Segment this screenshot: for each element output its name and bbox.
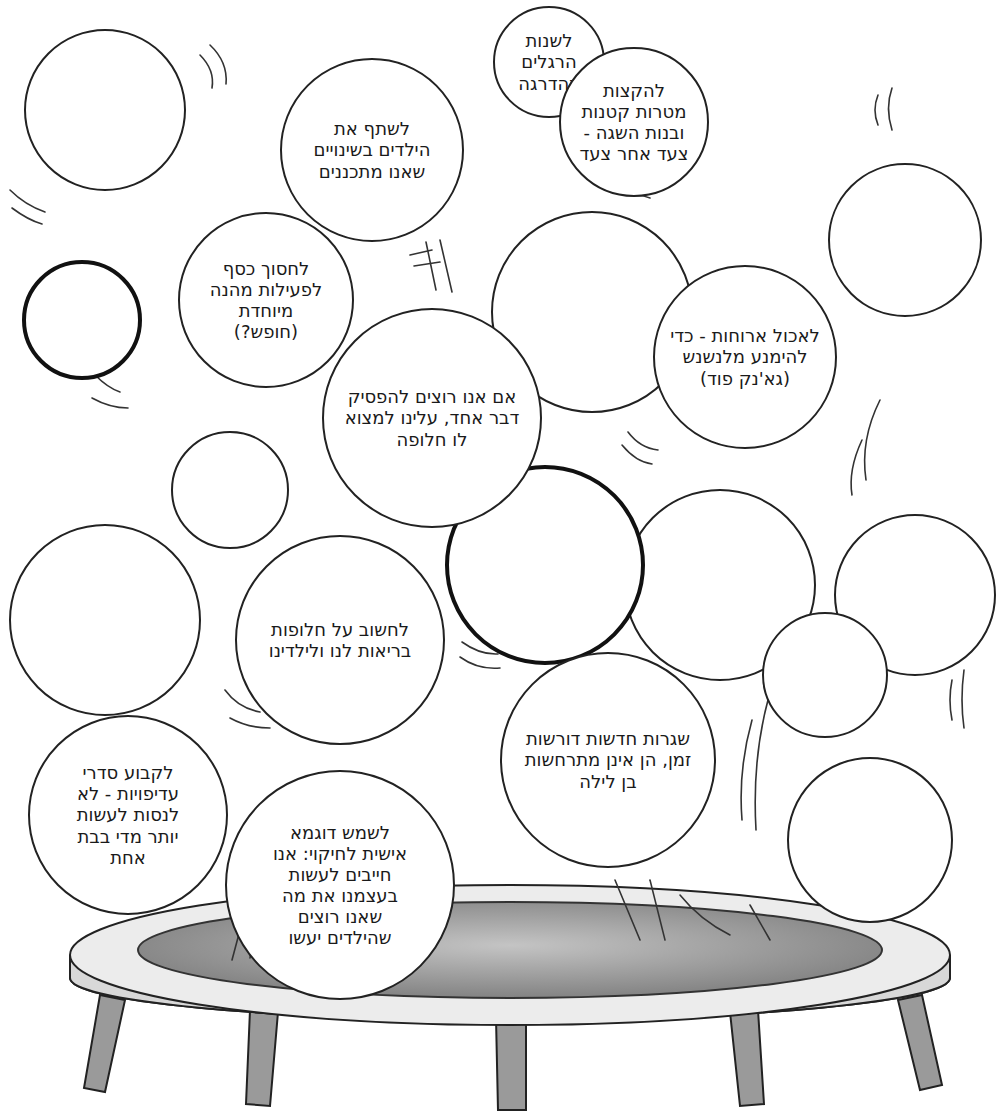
bubble-content: אם אנו רוצים להפסיק דבר אחד, עלינו למצוא… bbox=[344, 386, 520, 449]
bubble-text: לשתף את הילדים בשינויים שאנו מתכננים bbox=[311, 118, 433, 181]
bubble-circle: לשתף את הילדים בשינויים שאנו מתכננים bbox=[280, 58, 464, 242]
bubble-text: לאכול ארוחות - כדי להימנע מלנשנש (גא'נק … bbox=[670, 325, 820, 388]
bubble-text: לחסוך כסף לפעילות מהנה מיוחדת (חופש?) bbox=[204, 258, 328, 342]
bubble-content: להקצות מטרות קטנות ובנות השגה - צעד אחר … bbox=[578, 80, 690, 164]
bubble-circle: שגרות חדשות דורשות זמן, הן אינן מתרחשות … bbox=[500, 652, 716, 868]
bubble-content: לשמש דוגמא אישית לחיקוי: אנו חייבים לעשו… bbox=[265, 822, 415, 948]
bubble-circle: לחסוך כסף לפעילות מהנה מיוחדת (חופש?) bbox=[178, 212, 354, 388]
bubble-content: לחשוב על חלופות בריאות לנו ולילדינו bbox=[255, 619, 425, 661]
bubble-text: לחשוב על חלופות בריאות לנו ולילדינו bbox=[255, 619, 425, 661]
bubble-circle: לאכול ארוחות - כדי להימנע מלנשנש (גא'נק … bbox=[653, 265, 837, 449]
bubble-content: שגרות חדשות דורשות זמן, הן אינן מתרחשות … bbox=[524, 728, 692, 791]
bubble-content: לקבוע סדרי עדיפויות - לא לנסות לעשות יות… bbox=[63, 762, 193, 867]
bubble-content: לשתף את הילדים בשינויים שאנו מתכננים bbox=[311, 118, 433, 181]
bubble-content: לחסוך כסף לפעילות מהנה מיוחדת (חופש?) bbox=[204, 258, 328, 342]
bubble-text: שגרות חדשות דורשות זמן, הן אינן מתרחשות … bbox=[524, 728, 692, 791]
bubble-circle: לחשוב על חלופות בריאות לנו ולילדינו bbox=[235, 535, 445, 745]
bubble-text: לשמש דוגמא אישית לחיקוי: אנו חייבים לעשו… bbox=[265, 822, 415, 948]
bubble-circle: להקצות מטרות קטנות ובנות השגה - צעד אחר … bbox=[559, 47, 709, 197]
bubble-text: להקצות מטרות קטנות ובנות השגה - צעד אחר … bbox=[578, 80, 690, 164]
bubble-text: לקבוע סדרי עדיפויות - לא לנסות לעשות יות… bbox=[63, 762, 193, 867]
bubble-circle: אם אנו רוצים להפסיק דבר אחד, עלינו למצוא… bbox=[322, 308, 542, 528]
bubble-text: אם אנו רוצים להפסיק דבר אחד, עלינו למצוא… bbox=[344, 386, 520, 449]
bubble-circle: לשמש דוגמא אישית לחיקוי: אנו חייבים לעשו… bbox=[225, 770, 455, 1000]
bubble-content: לאכול ארוחות - כדי להימנע מלנשנש (גא'נק … bbox=[670, 325, 820, 388]
bubble-circle: לקבוע סדרי עדיפויות - לא לנסות לעשות יות… bbox=[28, 715, 228, 915]
